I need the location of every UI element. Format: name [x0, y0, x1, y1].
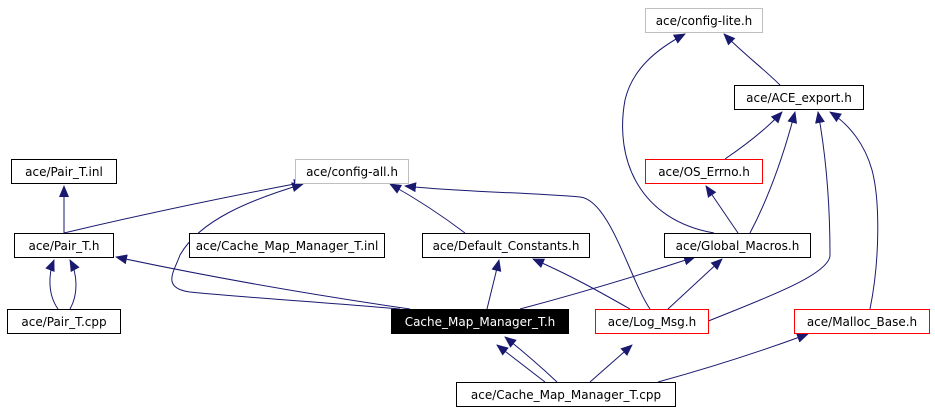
edge-pair-h-to-config-all: [63, 179, 306, 234]
edge-cmm-h-to-pair-h: [115, 254, 411, 310]
node-cache-map-manager-inl-label: ace/Cache_Map_Manager_T.inl: [195, 238, 379, 253]
node-pair-h-label: ace/Pair_T.h: [28, 238, 100, 253]
edge-cmm-h-to-default-constants: [486, 259, 502, 310]
edge-global-macros-to-config-lite: [622, 33, 715, 234]
edge-global-macros-to-os-errno: [705, 185, 739, 234]
node-global-macros-label: ace/Global_Macros.h: [675, 238, 800, 253]
node-pair-h[interactable]: ace/Pair_T.h: [14, 233, 114, 258]
node-config-all-label: ace/config-all.h: [306, 164, 398, 179]
node-default-constants[interactable]: ace/Default_Constants.h: [422, 233, 590, 258]
edge-cmm-cpp-to-cmm-h-a: [496, 344, 546, 383]
node-malloc-base-label: ace/Malloc_Base.h: [806, 314, 918, 329]
edge-ace-export-to-config-lite: [723, 33, 781, 86]
node-default-constants-label: ace/Default_Constants.h: [432, 238, 580, 253]
node-cache-map-manager-h-label: Cache_Map_Manager_T.h: [404, 314, 556, 329]
edge-log-msg-to-ace-export: [705, 111, 831, 323]
edge-global-macros-to-ace-export: [749, 111, 798, 234]
edge-default-constants-to-config-all: [389, 183, 466, 234]
edge-cmm-cpp-to-malloc-base: [657, 333, 809, 383]
node-pair-cpp[interactable]: ace/Pair_T.cpp: [7, 309, 121, 334]
node-log-msg-label: ace/Log_Msg.h: [607, 314, 697, 329]
node-pair-inl[interactable]: ace/Pair_T.inl: [11, 159, 117, 184]
edge-log-msg-to-global-macros: [667, 258, 723, 310]
node-cache-map-manager-inl[interactable]: ace/Cache_Map_Manager_T.inl: [189, 233, 385, 258]
node-config-all[interactable]: ace/config-all.h: [295, 159, 409, 184]
node-global-macros[interactable]: ace/Global_Macros.h: [664, 233, 811, 258]
node-malloc-base[interactable]: ace/Malloc_Base.h: [794, 309, 930, 334]
node-log-msg[interactable]: ace/Log_Msg.h: [595, 309, 709, 334]
edge-pair-cpp-to-pair-h-a: [45, 259, 59, 310]
edge-cmm-h-to-config-all: [171, 182, 401, 310]
node-os-errno-label: ace/OS_Errno.h: [658, 164, 750, 179]
edge-cmm-cpp-to-cmm-h-b: [504, 336, 558, 383]
node-ace-export[interactable]: ace/ACE_export.h: [734, 85, 864, 110]
node-pair-inl-label: ace/Pair_T.inl: [25, 164, 103, 179]
node-cache-map-manager-cpp-label: ace/Cache_Map_Manager_T.cpp: [470, 387, 662, 402]
node-cache-map-manager-cpp[interactable]: ace/Cache_Map_Manager_T.cpp: [456, 382, 676, 407]
edge-log-msg-to-config-all: [404, 182, 651, 310]
node-ace-export-label: ace/ACE_export.h: [746, 90, 852, 105]
edge-pair-cpp-to-pair-h-b: [69, 259, 80, 310]
node-pair-cpp-label: ace/Pair_T.cpp: [21, 314, 107, 329]
node-os-errno[interactable]: ace/OS_Errno.h: [645, 159, 763, 184]
node-config-lite[interactable]: ace/config-lite.h: [645, 8, 763, 33]
edge-cmm-h-to-global-macros: [519, 255, 696, 310]
node-cache-map-manager-h[interactable]: Cache_Map_Manager_T.h: [391, 309, 569, 334]
edge-os-errno-to-ace-export: [724, 111, 783, 160]
edge-log-msg-to-default-constants: [532, 258, 631, 310]
node-config-lite-label: ace/config-lite.h: [655, 13, 753, 28]
edge-cmm-cpp-to-log-msg: [589, 344, 633, 383]
edge-malloc-base-to-ace-export: [829, 111, 879, 310]
